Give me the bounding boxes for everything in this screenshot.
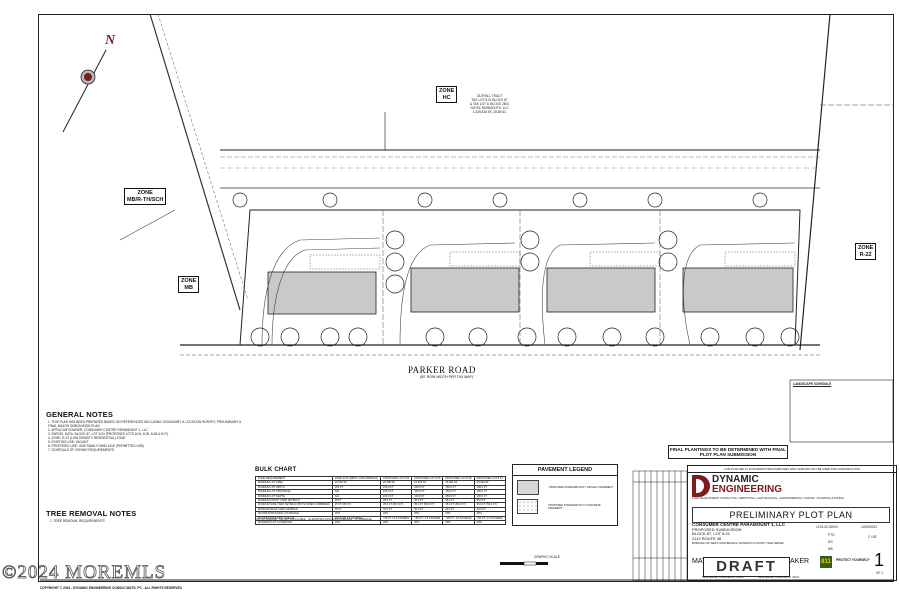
- job-number: 1476-22-02904: [816, 525, 838, 529]
- project-name: CONSUMER CENTRE PARAMOUNT 1, LLC: [692, 522, 786, 527]
- cell: 35.0 FT (50.0 FT): [473, 502, 506, 508]
- zone-code: MB: [184, 284, 193, 291]
- zone-label-r22: ZONE R-22: [855, 243, 877, 260]
- zone-label-mb-rth-sch: ZONE MB/R-TH/SCH: [124, 188, 167, 205]
- general-notes-list: 1. THIS PLAN HAS BEEN PREPARED BASED ON …: [48, 420, 248, 452]
- bulk-chart-footnote: N/C NO CHANGE N/A NOT APPLICABLE (E) EXI…: [256, 518, 372, 521]
- bulk-chart-heading: BULK CHART: [255, 467, 297, 473]
- outfall-tract-label: OUTFALL TRACT TAX LOT 8.01 BLOCK 87 & TA…: [470, 94, 510, 114]
- protect-yourself-label: PROTECT YOURSELF: [836, 558, 870, 562]
- pavement-legend-heading: PAVEMENT LEGEND: [513, 465, 617, 476]
- legend-label: PROPOSED STANDARD DUTY ASPHALT PAVEMENT: [549, 486, 613, 489]
- tree-removal-notes-heading: TREE REMOVAL NOTES: [46, 509, 137, 518]
- copyright-notice: COPYRIGHT © 2024 - DYNAMIC ENGINEERING C…: [40, 586, 182, 590]
- firm-name-line2: ENGINEERING: [712, 484, 783, 495]
- checked-by: MS: [828, 547, 833, 551]
- drawing-sheet-border: [38, 14, 894, 582]
- zone-word: ZONE: [137, 190, 153, 196]
- note-item: 3. PARCEL DATA: BLOCK 87, LOT 8.01 (PROP…: [48, 432, 169, 436]
- zone-code: MB/R-TH/SCH: [127, 196, 164, 203]
- project-line: 2112 ROUTE 36: [692, 535, 722, 541]
- engineer-license-left: NEW JERSEY LICENSE No. 53080: [702, 576, 744, 579]
- zone-label-mb: ZONE MB: [178, 276, 200, 293]
- sheet-of: OF 1: [876, 571, 884, 575]
- legend-item-concrete: PROPOSED STANDARD DUTY CONCRETE PAVEMENT: [517, 499, 613, 514]
- mls-watermark: ©2024 MOREMLS: [2, 562, 167, 584]
- zone-label-hc: ZONE HC: [436, 86, 458, 103]
- title-block: THIS PLAN SET IS FOR PERMITTING PURPOSES…: [687, 465, 897, 581]
- bulk-chart-table: ZONE REQUIREMENT ZONE R-22 (WEST LONG BR…: [255, 475, 506, 526]
- column-header: PROPOSED LOT 8.07: [473, 475, 506, 482]
- note-item: 5. EXISTING USE: VACANT: [48, 440, 89, 444]
- note-item: 6. PROPOSED USE: ONE FAMILY DWELLING (PE…: [48, 444, 145, 448]
- project-line: BOROUGH OF WEST LONG BRANCH, MONMOUTH CO…: [692, 542, 785, 546]
- plan-scale: 1"=30': [868, 535, 877, 539]
- zone-word: ZONE: [439, 88, 455, 94]
- graphic-scale-label: GRAPHIC SCALE: [534, 555, 560, 559]
- note-item: 2. APPLICANT/OWNER: CONSUMER CENTRE PARA…: [48, 428, 148, 432]
- cell: 30%: [380, 520, 413, 526]
- cell: 30%: [473, 520, 506, 526]
- legend-label: PROPOSED STANDARD DUTY CONCRETE PAVEMENT: [548, 503, 601, 510]
- road-width-note: (50' ROW WIDTH PER TAX MAP): [420, 375, 474, 379]
- firm-name-line1: DYNAMIC: [712, 474, 759, 485]
- call-811-icon: 811: [820, 556, 832, 568]
- sheet-title: PRELIMINARY PLOT PLAN: [692, 507, 890, 523]
- landscape-schedule-heading: LANDSCAPE SCHEDULE: [793, 382, 832, 386]
- note-item: 4. ZONE: R-22 (LOW DENSITY RESIDENTIAL) …: [48, 436, 126, 440]
- project-line: BLOCK 87, LOT 8.01: [692, 531, 730, 537]
- table-row: MINIMUM SIDE YARD SETBACK (BOTH SIDES CO…: [255, 502, 506, 508]
- legend-item-asphalt: PROPOSED STANDARD DUTY ASPHALT PAVEMENT: [517, 480, 613, 495]
- general-notes-heading: GENERAL NOTES: [46, 410, 114, 419]
- zone-word: ZONE: [858, 245, 874, 251]
- zone-code: HC: [442, 94, 451, 101]
- zone-word: ZONE: [181, 278, 197, 284]
- plan-date: 12/05/2023: [861, 525, 877, 529]
- designed-by: DG: [828, 540, 833, 544]
- firm-services: LAND DEVELOPMENT CONSULTING • PERMITTING…: [692, 497, 844, 500]
- cell: 30%: [442, 520, 475, 526]
- draft-stamp: DRAFT: [703, 557, 790, 577]
- engineer-license-right: NEW JERSEY LICENSE No. 44417: [758, 576, 800, 579]
- concrete-swatch-icon: [517, 499, 539, 514]
- project-subtitle: PROPOSED SUBDIVISION: [692, 526, 742, 532]
- cell: <35 FT / 2.5 STORIES: [411, 515, 444, 522]
- zone-code: R-22: [859, 251, 872, 258]
- pavement-legend: PAVEMENT LEGEND PROPOSED STANDARD DUTY A…: [512, 464, 618, 526]
- note-item: 7. SCHEDULE OF ZONING REQUIREMENTS: [48, 448, 115, 452]
- permitting-disclaimer: THIS PLAN SET IS FOR PERMITTING PURPOSES…: [688, 466, 896, 473]
- final-plantings-note: FINAL PLANTINGS TO BE DETERMINED WITH FI…: [668, 445, 788, 459]
- cell: <35 FT / 2.5 STORIES: [473, 515, 506, 522]
- svg-text:N: N: [104, 33, 116, 48]
- cell: MINIMUM SIDE YARD SETBACK (BOTH SIDES CO…: [255, 502, 333, 508]
- sheet-number: 1: [874, 550, 885, 570]
- engineer-right-name: AKER: [790, 558, 810, 565]
- project-info: CONSUMER CENTRE PARAMOUNT 1, LLC PROPOSE…: [692, 522, 810, 547]
- dynamic-engineering-logo-icon: [692, 475, 710, 497]
- cell: <35 FT / 2.5 STORIES: [442, 515, 475, 522]
- note-item: 1. THIS PLAN HAS BEEN PREPARED BASED ON …: [48, 420, 242, 428]
- tree-removal-note-item: 1. TREE REMOVAL REQUIREMENTS: [50, 519, 105, 523]
- asphalt-swatch-icon: [517, 480, 539, 495]
- cell: 30%: [411, 520, 444, 526]
- engineer-left-name: MATT: [692, 558, 711, 565]
- road-name: PARKER ROAD: [408, 365, 476, 375]
- cell: <35 FT / 2.5 STORIES: [380, 515, 413, 522]
- drawn-by: PTO: [828, 533, 835, 537]
